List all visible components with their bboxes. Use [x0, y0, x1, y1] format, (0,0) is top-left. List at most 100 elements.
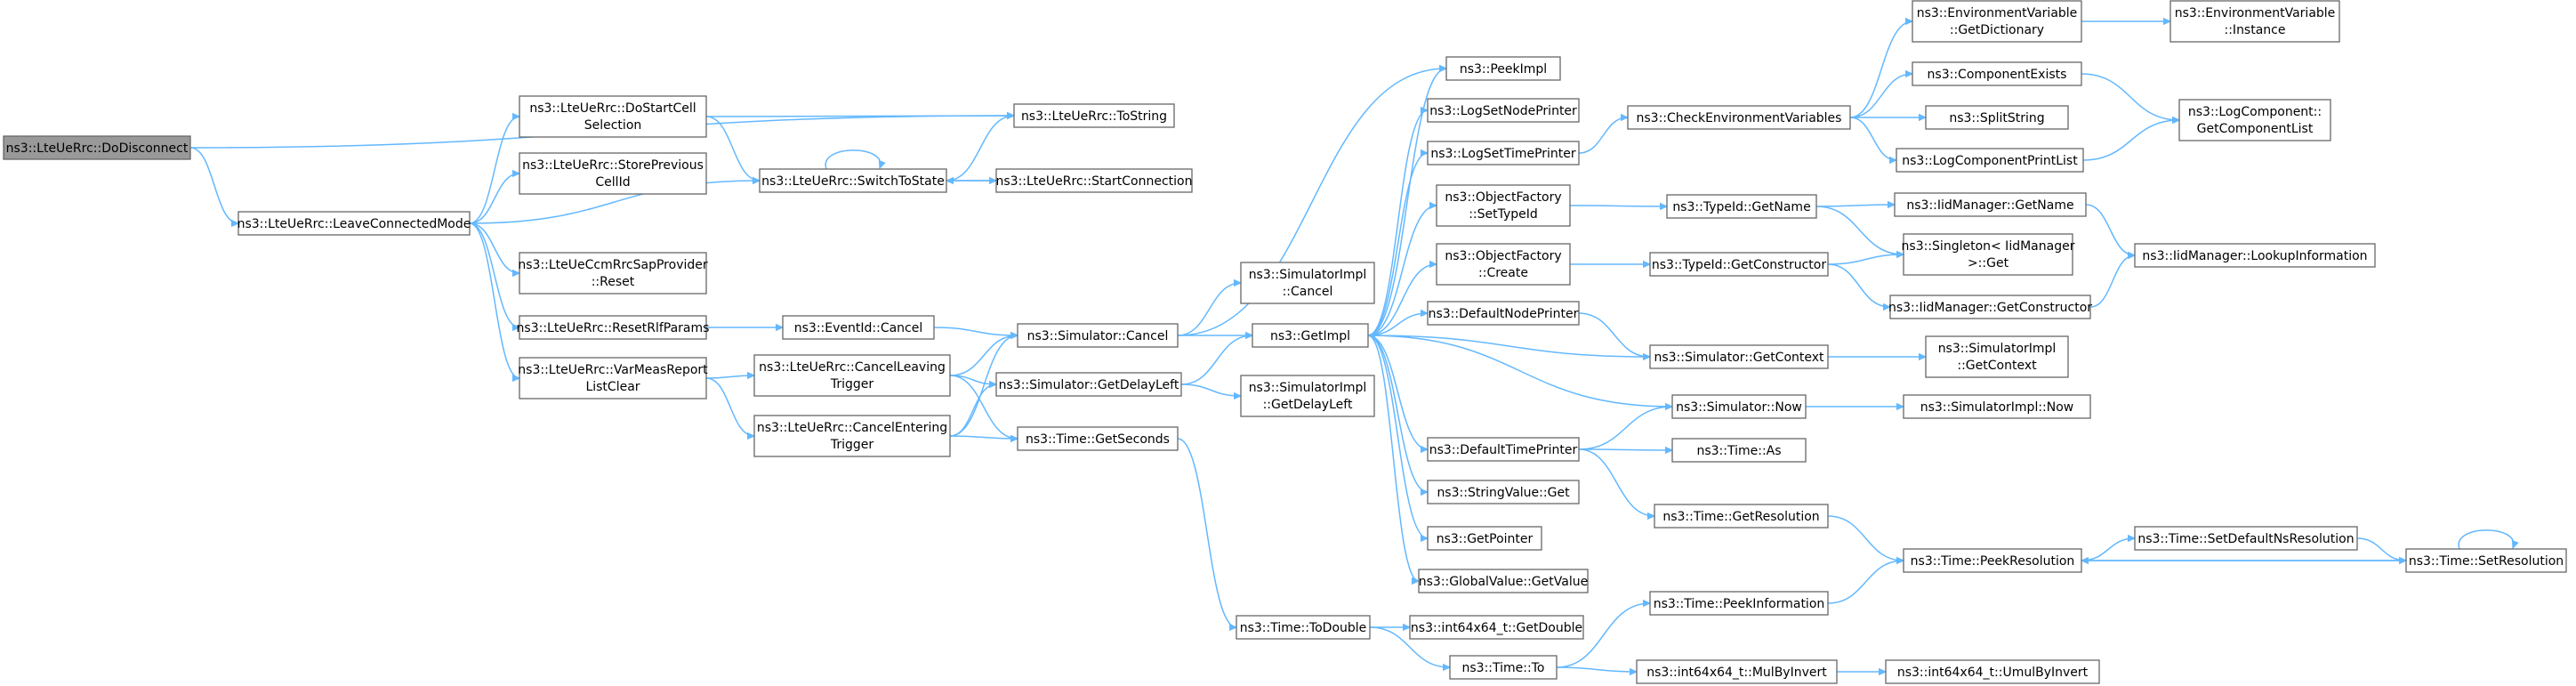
node-label: >::Get	[1968, 256, 2009, 270]
graph-node-ns3-time-peekinformation[interactable]: ns3::Time::PeekInformation	[1649, 591, 1829, 616]
graph-node-ns3-time-to[interactable]: ns3::Time::To	[1449, 655, 1558, 680]
node-label: CellId	[595, 175, 630, 190]
graph-node-ns3-getpointer[interactable]: ns3::GetPointer	[1427, 526, 1542, 551]
node-box	[1925, 105, 2069, 130]
node-label: ::SetTypeId	[1469, 207, 1538, 222]
graph-node-ns3-simulator-now[interactable]: ns3::Simulator::Now	[1671, 394, 1807, 419]
graph-node-ns3-lteuerrc-leaveconnectedmode[interactable]: ns3::LteUeRrc::LeaveConnectedMode	[237, 211, 471, 236]
call-edge	[1367, 264, 1437, 336]
graph-node-ns3-time-getseconds[interactable]: ns3::Time::GetSeconds	[1017, 426, 1179, 451]
graph-node-ns3-lteuerrc-startconnection[interactable]: ns3::LteUeRrc::StartConnection	[995, 168, 1193, 193]
graph-node-ns3-iidmanager-lookupinformation[interactable]: ns3::IidManager::LookupInformation	[2134, 243, 2376, 268]
node-label: ns3::ObjectFactory	[1445, 249, 1561, 263]
graph-node-ns3-environmentvariable-getdictionary[interactable]: ns3::EnvironmentVariable::GetDictionary	[1912, 0, 2082, 43]
graph-node-ns3-int64x64-t-umulbyinvert[interactable]: ns3::int64x64_t::UmulByInvert	[1885, 659, 2100, 684]
graph-node-ns3-globalvalue-getvalue[interactable]: ns3::GlobalValue::GetValue	[1418, 569, 1589, 593]
node-box	[1017, 426, 1179, 451]
node-label: ns3::LteUeRrc::StorePrevious	[522, 158, 704, 173]
call-edge	[1180, 383, 1241, 396]
call-edge	[1367, 110, 1428, 336]
call-edge	[2356, 537, 2406, 561]
call-edge	[1849, 21, 1912, 118]
node-box	[759, 168, 947, 193]
graph-node-ns3-time-setdefaultnsresolution[interactable]: ns3::Time::SetDefaultNsResolution	[2134, 526, 2358, 551]
graph-node-ns3-typeid-getconstructor[interactable]: ns3::TypeId::GetConstructor	[1649, 252, 1829, 277]
graph-node-ns3-typeid-getname[interactable]: ns3::TypeId::GetName	[1666, 194, 1817, 219]
graph-node-ns3-simulatorimpl-now[interactable]: ns3::SimulatorImpl::Now	[1903, 394, 2091, 419]
graph-node-ns3-iidmanager-getconstructor[interactable]: ns3::IidManager::GetConstructor	[1888, 295, 2092, 319]
node-box	[1252, 323, 1369, 348]
node-box	[1427, 141, 1580, 165]
graph-node-ns3-time-getresolution[interactable]: ns3::Time::GetResolution	[1654, 504, 1829, 529]
graph-node-ns3-simulator-cancel[interactable]: ns3::Simulator::Cancel	[1017, 323, 1179, 348]
graph-node-ns3-time-as[interactable]: ns3::Time::As	[1671, 438, 1807, 463]
call-edge	[705, 377, 754, 436]
graph-node-ns3-simulatorimpl-getdelayleft[interactable]: ns3::SimulatorImpl::GetDelayLeft	[1240, 375, 1375, 417]
graph-node-ns3-logsetnodeprinter[interactable]: ns3::LogSetNodePrinter	[1427, 98, 1580, 123]
node-label: ns3::EventId::Cancel	[794, 321, 923, 335]
graph-node-ns3-singleton-iidmanager-get[interactable]: ns3::Singleton< IidManager>::Get	[1902, 233, 2075, 276]
graph-node-ns3-componentexists[interactable]: ns3::ComponentExists	[1912, 61, 2082, 86]
graph-node-ns3-time-peekresolution[interactable]: ns3::Time::PeekResolution	[1903, 548, 2082, 573]
call-edge	[1367, 206, 1437, 336]
node-box	[3, 135, 191, 160]
graph-node-ns3-time-setresolution[interactable]: ns3::Time::SetResolution	[2405, 548, 2567, 573]
node-label: ns3::GetImpl	[1270, 329, 1350, 343]
call-edges	[189, 21, 2514, 672]
graph-node-ns3-int64x64-t-mulbyinvert[interactable]: ns3::int64x64_t::MulByInvert	[1636, 659, 1838, 684]
node-box	[1903, 233, 2073, 276]
graph-node-ns3-peekimpl[interactable]: ns3::PeekImpl	[1445, 56, 1561, 81]
graph-node-ns3-simulatorimpl-cancel[interactable]: ns3::SimulatorImpl::Cancel	[1240, 262, 1375, 304]
graph-node-ns3-objectfactory-create[interactable]: ns3::ObjectFactory::Create	[1436, 243, 1571, 286]
graph-node-ns3-logsettimeprinter[interactable]: ns3::LogSetTimePrinter	[1427, 141, 1580, 165]
graph-node-ns3-checkenvironmentvariables[interactable]: ns3::CheckEnvironmentVariables	[1627, 105, 1851, 130]
graph-node-ns3-environmentvariable-instance[interactable]: ns3::EnvironmentVariable::Instance	[2169, 0, 2340, 43]
graph-node-ns3-eventid-cancel[interactable]: ns3::EventId::Cancel	[782, 315, 935, 340]
graph-node-ns3-simulator-getdelayleft[interactable]: ns3::Simulator::GetDelayLeft	[995, 372, 1182, 397]
node-label: ::GetDelayLeft	[1263, 398, 1353, 412]
graph-node-ns3-time-todouble[interactable]: ns3::Time::ToDouble	[1236, 615, 1371, 640]
node-box	[1885, 659, 2100, 684]
graph-node-ns3-int64x64-t-getdouble[interactable]: ns3::int64x64_t::GetDouble	[1409, 615, 1584, 640]
graph-node-ns3-defaultnodeprinter[interactable]: ns3::DefaultNodePrinter	[1427, 301, 1580, 326]
graph-node-ns3-objectfactory-settypeid[interactable]: ns3::ObjectFactory::SetTypeId	[1436, 184, 1571, 227]
graph-node-ns3-logcomponent-getcomponentlist[interactable]: ns3::LogComponent::GetComponentList	[2178, 99, 2331, 141]
node-label: ns3::Time::GetResolution	[1662, 510, 1819, 524]
call-edge	[1827, 254, 1904, 265]
graph-node-ns3-lteuerrc-dodisconnect[interactable]: ns3::LteUeRrc::DoDisconnect	[3, 135, 191, 160]
node-label: ns3::IidManager::GetConstructor	[1888, 301, 2092, 315]
call-nodes: ns3::LteUeRrc::DoDisconnectns3::LteUeRrc…	[3, 0, 2567, 684]
node-label: ns3::EnvironmentVariable	[1917, 6, 2078, 20]
graph-node-ns3-defaulttimeprinter[interactable]: ns3::DefaultTimePrinter	[1427, 437, 1580, 462]
node-box	[1017, 323, 1179, 348]
node-box	[1654, 504, 1829, 529]
graph-node-ns3-splitstring[interactable]: ns3::SplitString	[1925, 105, 2069, 130]
call-edge	[2081, 73, 2179, 120]
node-box	[2178, 99, 2331, 141]
node-label: ns3::LogSetNodePrinter	[1429, 104, 1577, 118]
graph-node-ns3-iidmanager-getname[interactable]: ns3::IidManager::GetName	[1894, 192, 2087, 217]
graph-node-ns3-logcomponentprintlist[interactable]: ns3::LogComponentPrintList	[1896, 148, 2084, 173]
call-edge	[1367, 335, 1428, 492]
graph-node-ns3-simulator-getcontext[interactable]: ns3::Simulator::GetContext	[1649, 344, 1829, 369]
node-label: ns3::SimulatorImpl	[1249, 381, 1367, 395]
node-label: ns3::IidManager::LookupInformation	[2142, 249, 2367, 263]
node-label: ns3::Simulator::Cancel	[1027, 329, 1169, 343]
call-edge	[189, 147, 238, 223]
graph-node-ns3-simulatorimpl-getcontext[interactable]: ns3::SimulatorImpl::GetContext	[1925, 335, 2069, 378]
graph-node-ns3-lteuerrc-switchtostate[interactable]: ns3::LteUeRrc::SwitchToState	[759, 168, 947, 193]
node-label: ::GetDictionary	[1950, 23, 2044, 37]
graph-node-ns3-lteuerrc-resetrlfparams[interactable]: ns3::LteUeRrc::ResetRlfParams	[517, 315, 710, 340]
node-label: ns3::LogComponentPrintList	[1902, 154, 2078, 168]
graph-node-ns3-lteuerrc-tostring[interactable]: ns3::LteUeRrc::ToString	[1013, 103, 1175, 128]
node-box	[1418, 569, 1589, 593]
graph-node-ns3-getimpl[interactable]: ns3::GetImpl	[1252, 323, 1369, 348]
graph-node-ns3-stringvalue-get[interactable]: ns3::StringValue::Get	[1427, 480, 1580, 504]
graph-node-ns3-lteueccmrrcsapprovider-reset[interactable]: ns3::LteUeCcmRrcSapProvider::Reset	[518, 252, 708, 295]
call-edge	[1578, 449, 1672, 450]
